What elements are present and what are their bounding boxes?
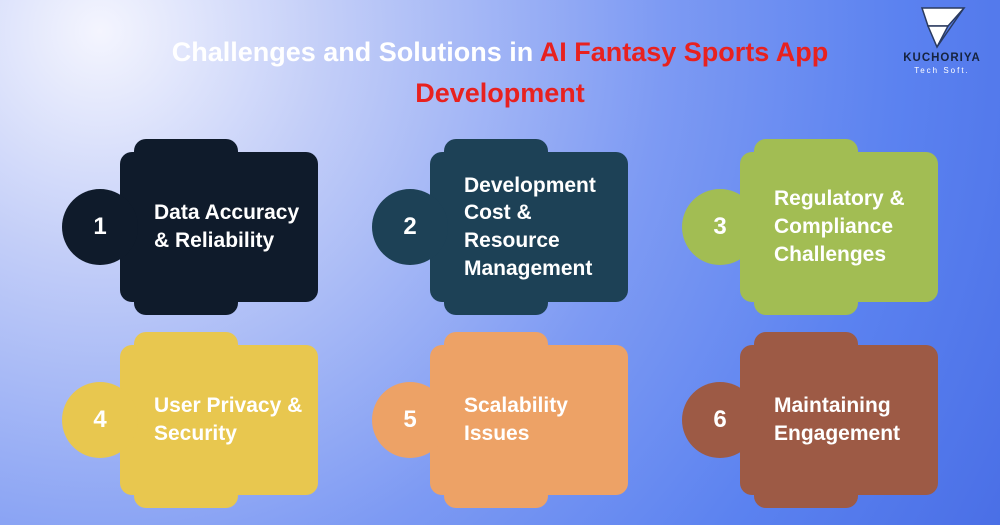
- card-label: Scalability Issues: [464, 394, 568, 445]
- card-label: Development Cost & Resource Management: [464, 173, 596, 280]
- card-number: 4: [93, 406, 107, 433]
- card-number: 3: [713, 213, 727, 240]
- card-body: Scalability Issues: [430, 345, 628, 495]
- card-number-circle: 2: [372, 189, 448, 265]
- brand-logo: KUCHORIYA Tech Soft.: [894, 6, 990, 75]
- challenge-card-1: Data Accuracy & Reliability 1: [62, 139, 318, 315]
- challenge-card-2: Development Cost & Resource Management 2: [372, 139, 628, 315]
- card-body: Regulatory & Compliance Challenges: [740, 152, 938, 302]
- card-number-circle: 6: [682, 382, 758, 458]
- card-label: User Privacy & Security: [154, 394, 303, 445]
- brand-tagline: Tech Soft.: [914, 66, 970, 75]
- card-number: 2: [403, 213, 417, 240]
- card-number-circle: 4: [62, 382, 138, 458]
- challenge-card-6: Maintaining Engagement 6: [682, 332, 938, 508]
- card-label: Regulatory & Compliance Challenges: [774, 187, 905, 266]
- title-white-part: Challenges and Solutions in: [171, 37, 534, 67]
- card-body: User Privacy & Security: [120, 345, 318, 495]
- card-body: Maintaining Engagement: [740, 345, 938, 495]
- card-number-circle: 1: [62, 189, 138, 265]
- challenge-card-4: User Privacy & Security 4: [62, 332, 318, 508]
- card-body: Development Cost & Resource Management: [430, 152, 628, 302]
- card-number: 1: [93, 213, 107, 240]
- kuchoriya-logo-icon: [920, 7, 966, 49]
- brand-name: KUCHORIYA: [903, 52, 981, 64]
- card-label: Data Accuracy & Reliability: [154, 201, 300, 252]
- card-number-circle: 5: [372, 382, 448, 458]
- page-title: Challenges and Solutions in AI Fantasy S…: [90, 32, 910, 113]
- challenge-card-5: Scalability Issues 5: [372, 332, 628, 508]
- card-body: Data Accuracy & Reliability: [120, 152, 318, 302]
- card-number-circle: 3: [682, 189, 758, 265]
- card-number: 5: [403, 406, 417, 433]
- card-label: Maintaining Engagement: [774, 394, 901, 445]
- challenge-card-3: Regulatory & Compliance Challenges 3: [682, 139, 938, 315]
- card-number: 6: [713, 406, 727, 433]
- title-red-part: AI Fantasy Sports App Development: [415, 37, 829, 108]
